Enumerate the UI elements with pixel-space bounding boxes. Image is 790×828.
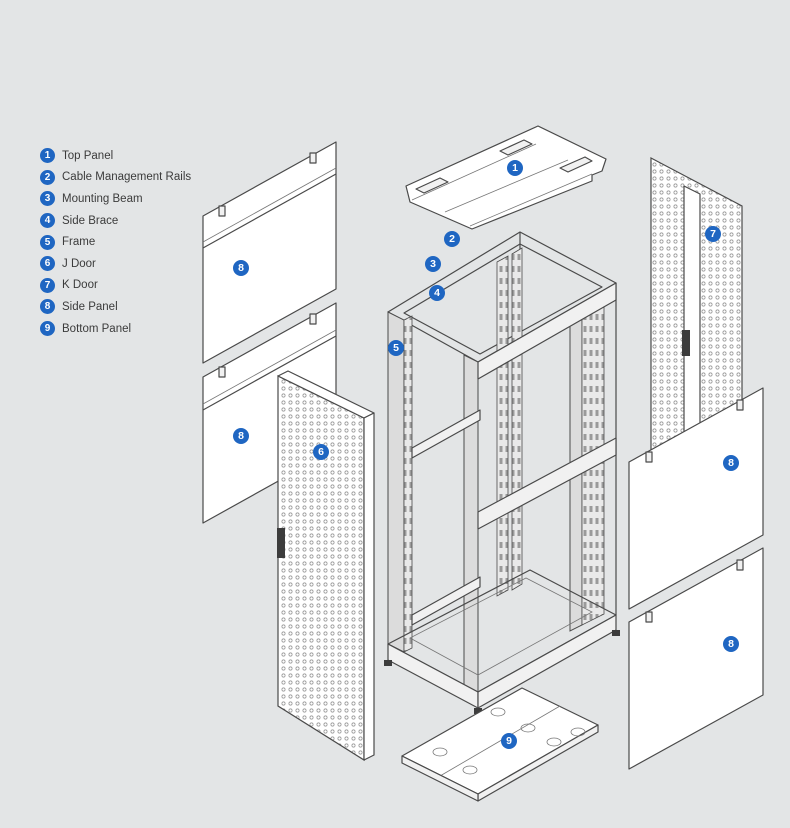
legend-label: K Door: [62, 279, 98, 292]
svg-text:3: 3: [430, 258, 436, 270]
legend-item-2: 2 Cable Management Rails: [40, 167, 191, 189]
callout-top-panel: 1: [507, 160, 523, 176]
svg-text:8: 8: [728, 638, 734, 650]
callout-side-brace: 4: [429, 285, 445, 301]
legend-label: Side Panel: [62, 300, 118, 313]
legend-badge: 4: [40, 213, 55, 229]
legend-label: Cable Management Rails: [62, 171, 192, 184]
legend-badge: 9: [40, 321, 55, 337]
callout-side-panel-right-upper: 8: [723, 455, 739, 471]
callout-cable-rails: 2: [444, 231, 460, 247]
legend-item-8: 8 Side Panel: [40, 296, 191, 318]
legend-item-9: 9 Bottom Panel: [40, 318, 191, 340]
legend-badge: 2: [40, 169, 55, 185]
callout-side-panel-left-lower: 8: [233, 428, 249, 444]
legend-badge: 5: [40, 234, 55, 250]
callout-k-door: 7: [705, 226, 721, 242]
callout-j-door: 6: [313, 444, 329, 460]
callout-side-panel-right-lower: 8: [723, 636, 739, 652]
legend-item-1: 1 Top Panel: [40, 145, 191, 167]
legend-item-7: 7 K Door: [40, 275, 191, 297]
legend-badge: 8: [40, 299, 55, 315]
bottom-panel: [401, 687, 599, 802]
legend-label: Frame: [62, 236, 96, 249]
frame: [384, 231, 620, 714]
callout-side-panel-left-upper: 8: [233, 260, 249, 276]
legend-label: J Door: [62, 257, 96, 270]
svg-text:7: 7: [710, 228, 716, 240]
svg-text:4: 4: [434, 287, 440, 299]
legend-label: Top Panel: [62, 149, 114, 162]
legend-badge: 3: [40, 191, 55, 207]
side-panel-left-upper: [202, 141, 337, 364]
svg-text:8: 8: [728, 457, 734, 469]
svg-text:1: 1: [512, 162, 518, 174]
legend-label: Bottom Panel: [62, 322, 132, 335]
legend-badge: 1: [40, 148, 55, 164]
legend-label: Mounting Beam: [62, 192, 143, 205]
svg-text:5: 5: [393, 342, 399, 354]
legend-item-5: 5 Frame: [40, 231, 191, 253]
legend-item-6: 6 J Door: [40, 253, 191, 275]
legend-badge: 6: [40, 256, 55, 272]
svg-text:8: 8: [238, 430, 244, 442]
j-door: [277, 370, 375, 762]
top-panel: [405, 125, 607, 230]
legend-item-4: 4 Side Brace: [40, 210, 191, 232]
legend-label: Side Brace: [62, 214, 119, 227]
callout-mounting-beam: 3: [425, 256, 441, 272]
svg-text:2: 2: [449, 233, 455, 245]
callout-frame: 5: [388, 340, 404, 356]
svg-text:9: 9: [506, 735, 512, 747]
legend: 1 Top Panel 2 Cable Management Rails 3 Moun…: [40, 145, 191, 339]
svg-text:8: 8: [238, 262, 244, 274]
legend-badge: 7: [40, 277, 55, 293]
legend-item-3: 3 Mounting Beam: [40, 188, 191, 210]
callout-bottom-panel: 9: [501, 733, 517, 749]
side-panel-right-lower: [628, 547, 764, 770]
side-panel-right-upper: [628, 387, 764, 610]
svg-text:6: 6: [318, 446, 324, 458]
